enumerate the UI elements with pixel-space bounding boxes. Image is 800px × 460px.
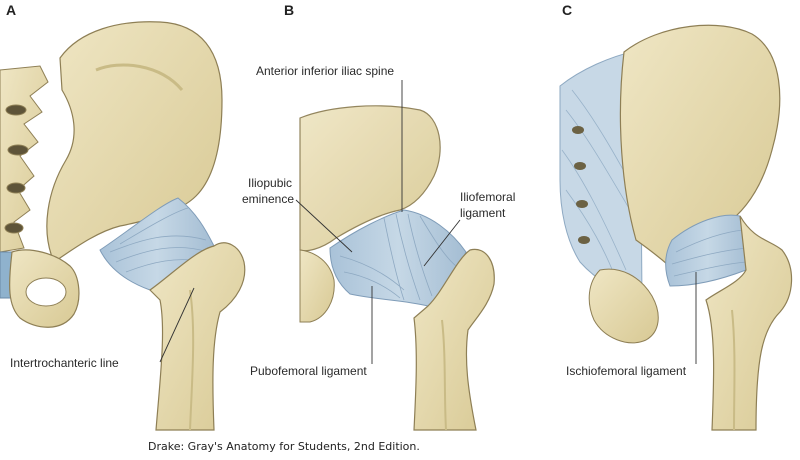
figure-credit: Drake: Gray's Anatomy for Students, 2nd … xyxy=(148,440,420,453)
ilium-b xyxy=(299,105,441,252)
femur-c xyxy=(705,215,793,431)
ischium-c xyxy=(588,268,659,344)
panel-a-drawing xyxy=(0,21,246,431)
panel-c-drawing xyxy=(559,24,793,431)
panel-a-letter: A xyxy=(6,2,17,18)
panel-b-drawing xyxy=(299,105,495,431)
label-intertrochanteric-line: Intertrochanteric line xyxy=(10,356,119,370)
label-iliofemoral-ligament-line2: ligament xyxy=(460,206,506,220)
panel-c-letter: C xyxy=(562,2,573,18)
leader-lines xyxy=(159,80,697,364)
sacrum-a xyxy=(0,65,49,253)
leader-iliopubic xyxy=(295,199,353,253)
leader-intertrochanteric xyxy=(159,287,195,363)
leader-iliofemoral xyxy=(423,219,461,267)
femur-a xyxy=(149,242,246,431)
label-pubofemoral-ligament: Pubofemoral ligament xyxy=(250,364,367,378)
label-anterior-inferior-iliac-spine: Anterior inferior iliac spine xyxy=(256,64,395,78)
femur-b xyxy=(413,248,495,431)
label-iliopubic-eminence-line1: Iliopubic xyxy=(248,176,293,190)
panel-b-letter: B xyxy=(284,2,295,18)
label-iliofemoral-ligament-line1: Iliofemoral xyxy=(460,190,516,204)
pubis-b xyxy=(299,249,335,323)
label-ischiofemoral-ligament: Ischiofemoral ligament xyxy=(566,364,687,378)
label-iliopubic-eminence-line2: eminence xyxy=(242,192,295,206)
